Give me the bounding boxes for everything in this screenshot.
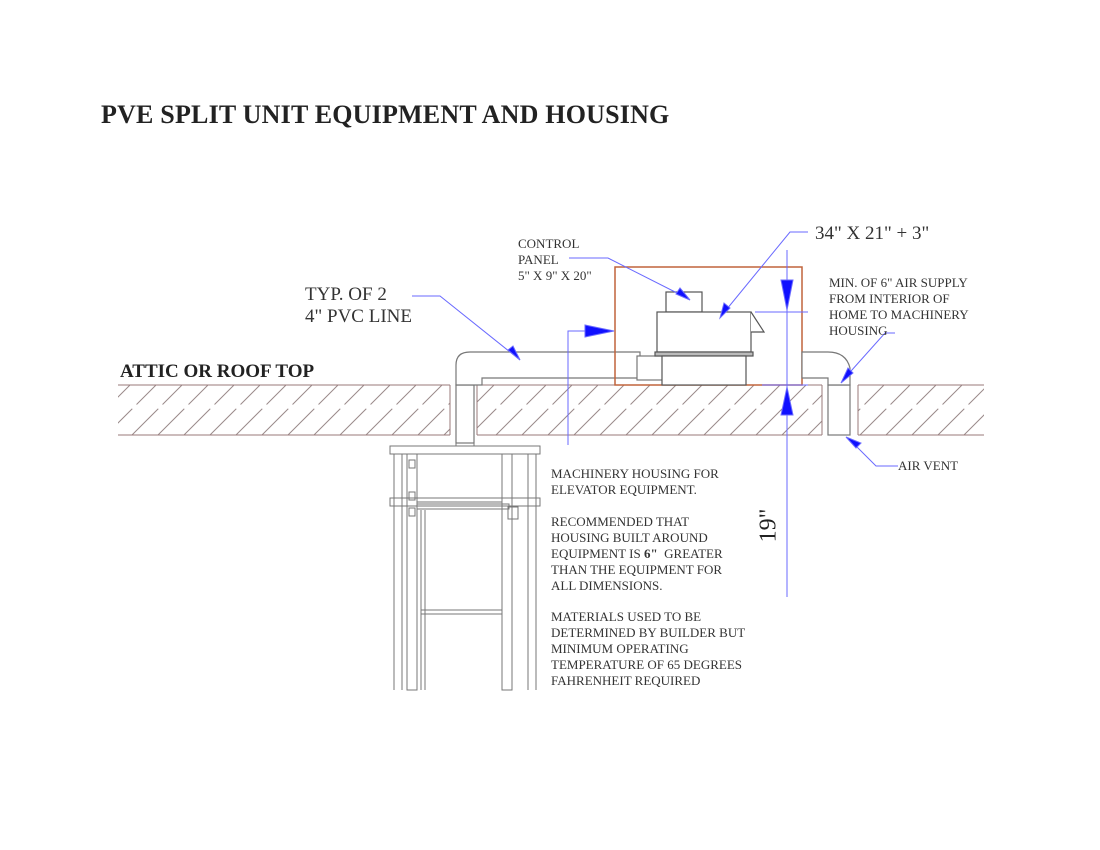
air-vent-pipe (801, 351, 851, 436)
note-3-line-1: MATERIALS USED TO BE (551, 609, 702, 624)
leader-lines (412, 231, 898, 597)
note-1-line-1: MACHINERY HOUSING FOR (551, 466, 719, 481)
pvc-label-1: TYP. OF 2 (305, 284, 387, 305)
pvc-label-2: 4" PVC LINE (305, 306, 412, 327)
equipment-unit (654, 291, 766, 386)
note-3-line-3: MINIMUM OPERATING (551, 641, 689, 656)
note-2-line-1: RECOMMENDED THAT (551, 514, 690, 529)
note-emphasis: 6" (643, 546, 658, 561)
air-vent-label: AIR VENT (898, 458, 959, 473)
pvc-pipe (455, 351, 664, 444)
note-2-line-3: EQUIPMENT IS 6" GREATER (551, 546, 723, 562)
roof-slab (118, 384, 984, 436)
note-3-line-2: DETERMINED BY BUILDER BUT (551, 625, 746, 640)
note-2-line-4: THAN THE EQUIPMENT FOR (551, 562, 723, 577)
note-3-line-4: TEMPERATURE OF 65 DEGREES (551, 657, 743, 672)
air-supply-label-4: HOUSING (829, 323, 888, 338)
air-supply-label-2: FROM INTERIOR OF (829, 291, 950, 306)
control-panel-dims: 5" X 9" X 20" (518, 268, 592, 283)
control-panel-label-2: PANEL (518, 252, 559, 267)
air-supply-label-1: MIN. OF 6" AIR SUPPLY (829, 275, 968, 290)
note-text: GREATER (657, 546, 723, 561)
note-2-line-2: HOUSING BUILT AROUND (551, 530, 708, 545)
air-supply-label-3: HOME TO MACHINERY (829, 307, 969, 322)
elevator-frame (389, 435, 541, 691)
control-panel-label-1: CONTROL (518, 236, 580, 251)
equipment-dim-label: 34" X 21" + 3" (815, 223, 930, 244)
height-dimension: 19" (755, 508, 782, 543)
roof-label: ATTIC OR ROOF TOP (120, 361, 315, 382)
note-3-line-5: FAHRENHEIT REQUIRED (551, 673, 701, 688)
note-2-line-5: ALL DIMENSIONS. (551, 578, 663, 593)
note-1-line-2: ELEVATOR EQUIPMENT. (551, 482, 697, 497)
page-title: PVE SPLIT UNIT EQUIPMENT AND HOUSING (101, 100, 670, 129)
note-text: EQUIPMENT IS (551, 546, 644, 561)
